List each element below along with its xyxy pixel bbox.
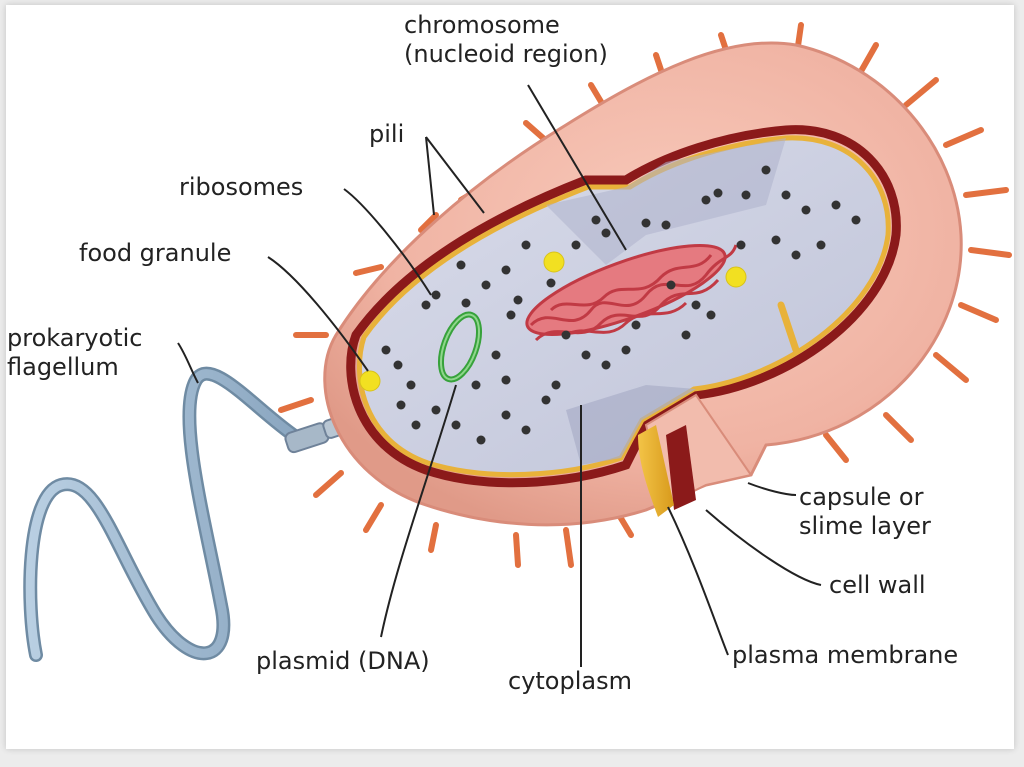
flagellum — [23, 366, 356, 662]
food-granules — [359, 251, 747, 392]
label-pili: pili — [369, 120, 405, 148]
label-chromosome-line2: (nucleoid region) — [404, 40, 608, 68]
label-capsule-line2: slime layer — [799, 512, 931, 540]
label-capsule-line1: capsule or — [799, 483, 924, 511]
cell-wall — [346, 125, 901, 488]
leader-lines — [177, 84, 822, 667]
label-chromosome: chromosome (nucleoid region) — [404, 11, 608, 69]
label-prokaryotic-flagellum: prokaryotic flagellum — [7, 324, 142, 382]
label-flagellum-line1: prokaryotic — [7, 324, 143, 352]
label-chromosome-line1: chromosome — [404, 11, 560, 39]
chromosome — [525, 243, 738, 342]
label-cell-wall: cell wall — [829, 571, 926, 599]
label-capsule: capsule or slime layer — [799, 483, 931, 541]
label-ribosomes: ribosomes — [179, 173, 304, 201]
label-cytoplasm: cytoplasm — [508, 667, 632, 695]
plasmid — [437, 311, 483, 383]
ribosomes — [381, 165, 861, 445]
bacterium-illustration — [23, 22, 1012, 667]
label-flagellum-line2: flagellum — [7, 353, 119, 381]
membrane-flap — [638, 425, 674, 517]
label-food-granule: food granule — [79, 239, 232, 267]
diagram-canvas: chromosome (nucleoid region) pili riboso… — [6, 5, 1014, 749]
label-plasmid: plasmid (DNA) — [256, 647, 430, 675]
label-plasma-membrane: plasma membrane — [732, 641, 959, 669]
